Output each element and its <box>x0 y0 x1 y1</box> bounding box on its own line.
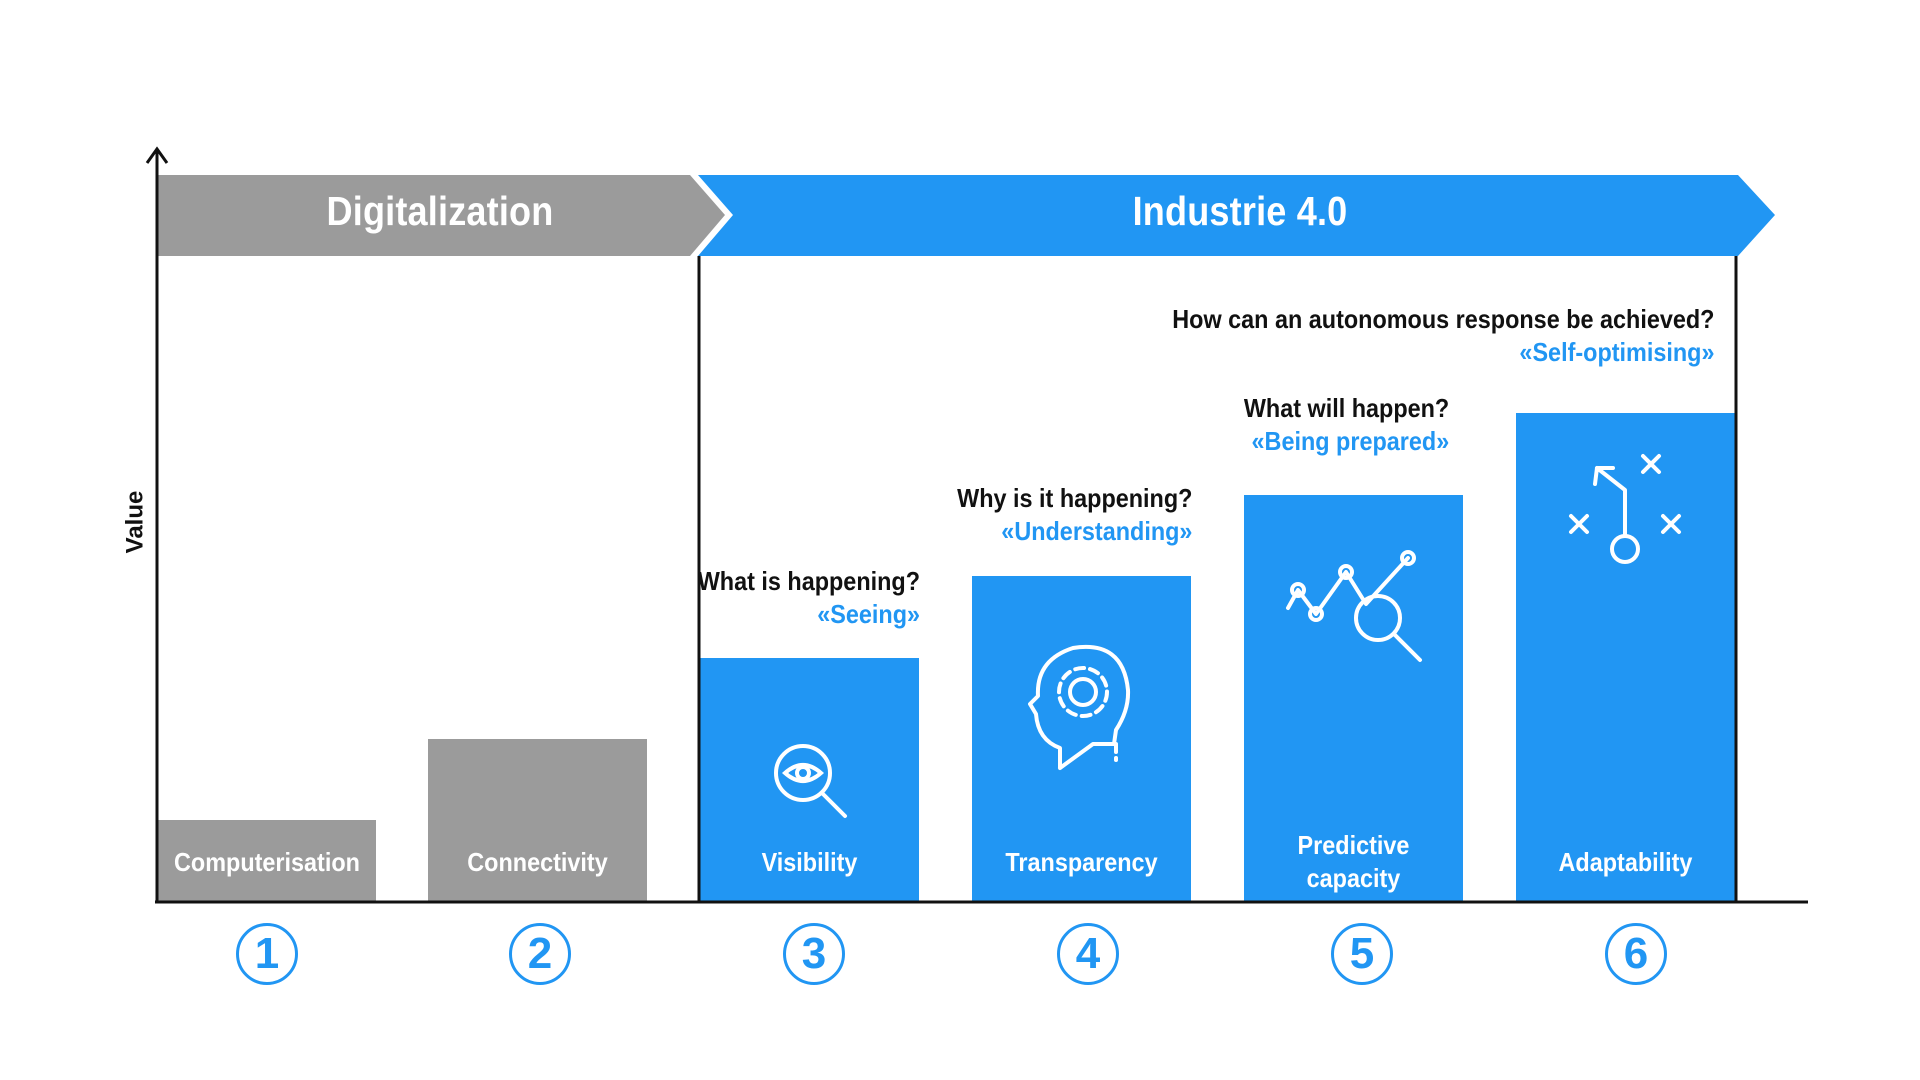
label-adaptability: Adaptability <box>1558 847 1693 877</box>
stage-number-3: 3 <box>783 923 845 985</box>
label-predictive-capacity: Predictive capacity <box>1255 829 1452 894</box>
question-predictive: What will happen? «Being prepared» <box>1244 392 1449 457</box>
industrie-banner-text: Industrie 4.0 <box>1132 188 1348 234</box>
stage-number-6: 6 <box>1605 923 1667 985</box>
answer-text: «Understanding» <box>1000 515 1192 546</box>
bar-transparency <box>972 576 1191 902</box>
digitalization-banner-text: Digitalization <box>326 188 554 234</box>
label-visibility: Visibility <box>761 847 858 877</box>
stage-number-5: 5 <box>1331 923 1393 985</box>
bar-connectivity <box>428 739 647 902</box>
strategy-play-icon <box>1565 450 1685 570</box>
bar-computerisation <box>158 820 376 902</box>
question-text: What is happening? <box>697 566 920 596</box>
question-text: What will happen? <box>1243 393 1449 423</box>
eye-magnifier-icon <box>765 735 855 825</box>
stage-number-1: 1 <box>236 923 298 985</box>
label-computerisation: Computerisation <box>174 847 360 877</box>
label-transparency: Transparency <box>1005 847 1158 877</box>
stage-number-2: 2 <box>509 923 571 985</box>
answer-text: «Seeing» <box>817 598 920 629</box>
answer-text: «Self-optimising» <box>1518 336 1714 367</box>
question-text: How can an autonomous response be achiev… <box>1171 304 1714 334</box>
y-axis-label: Value <box>121 490 149 554</box>
label-predictive-line1: Predictive <box>1297 830 1410 860</box>
digitalization-banner <box>158 175 725 256</box>
bar-predictive-capacity <box>1244 495 1463 902</box>
label-connectivity: Connectivity <box>467 847 608 877</box>
head-gear-icon <box>1028 640 1138 775</box>
label-predictive-line2: capacity <box>1306 862 1401 893</box>
y-axis-arrowhead <box>145 146 169 164</box>
question-visibility: What is happening? «Seeing» <box>698 565 920 630</box>
question-transparency: Why is it happening? «Understanding» <box>957 482 1192 547</box>
question-adaptability: How can an autonomous response be achiev… <box>1172 303 1714 368</box>
stage-number-4: 4 <box>1057 923 1119 985</box>
question-text: Why is it happening? <box>956 483 1192 513</box>
chart-magnifier-icon <box>1282 548 1432 678</box>
industrie-banner <box>698 175 1775 256</box>
answer-text: «Being prepared» <box>1251 425 1449 456</box>
